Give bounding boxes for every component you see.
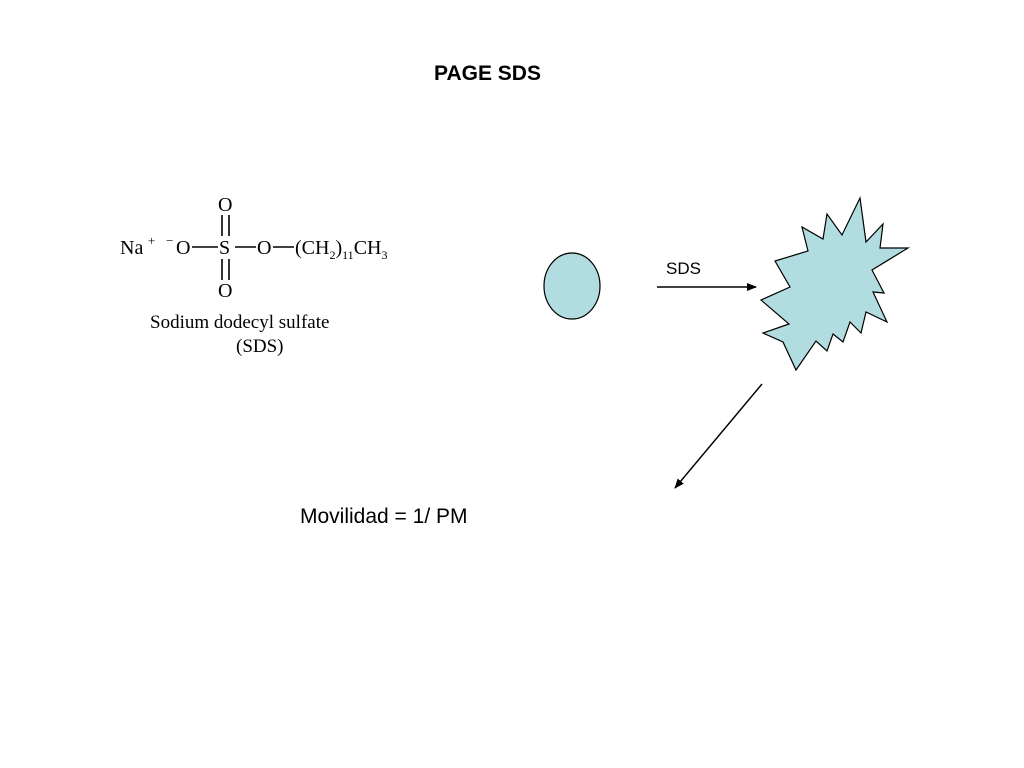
oxygen-anion: O bbox=[176, 237, 190, 259]
chain-sub-11: 11 bbox=[342, 248, 354, 262]
cation-charge: + bbox=[148, 233, 155, 248]
chain-tail: CH bbox=[354, 237, 382, 259]
mobility-formula: Movilidad = 1/ PM bbox=[300, 505, 468, 528]
native-protein-oval bbox=[543, 252, 601, 320]
page-title: PAGE SDS bbox=[434, 62, 541, 85]
denatured-protein-starburst bbox=[759, 195, 911, 372]
anion-charge: − bbox=[166, 233, 173, 248]
alkyl-chain: (CH2)11CH3 bbox=[295, 237, 387, 262]
oxygen-ester: O bbox=[257, 237, 271, 259]
sds-reagent-label: SDS bbox=[666, 259, 701, 278]
oxygen-bottom: O bbox=[218, 280, 232, 302]
chain-close: ) bbox=[335, 237, 342, 259]
sodium-cation: Na bbox=[120, 237, 143, 259]
chain-sub-3: 3 bbox=[381, 248, 387, 262]
oxygen-top: O bbox=[218, 194, 232, 216]
chain-sub-2: 2 bbox=[329, 248, 335, 262]
chain-prefix: (CH bbox=[295, 237, 329, 259]
compound-abbrev: (SDS) bbox=[236, 336, 284, 357]
migration-arrow bbox=[674, 383, 763, 489]
compound-name: Sodium dodecyl sulfate bbox=[150, 312, 329, 333]
sulfur-atom: S bbox=[219, 237, 230, 259]
sds-structure: Na + − O S O O O (CH2)11CH3 Sodium dodec… bbox=[120, 194, 387, 357]
